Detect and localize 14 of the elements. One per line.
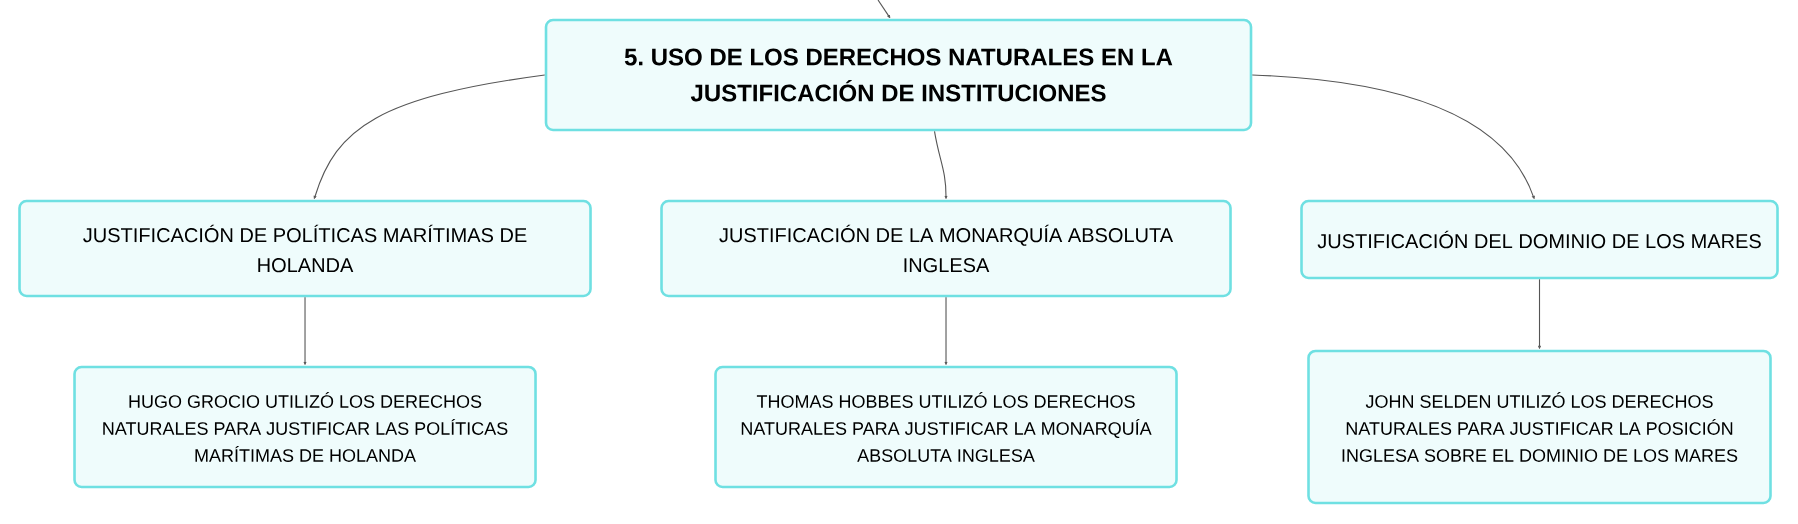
- arrow: [1251, 74, 1535, 200]
- subtopic-box: JUSTIFICACIÓN DE LA MONARQUÍA ABSOLUTA INGLESA: [660, 199, 1232, 298]
- subtopic-box: JUSTIFICACIÓN DE POLÍTICAS MARÍTIMAS DE HOLANDA: [18, 199, 592, 298]
- detail-box: HUGO GROCIO UTILIZÓ LOS DERECHOS NATURALES PARA JUSTIFICAR LAS POLÍTICAS MARÍTIMAS DE HOLANDA: [73, 365, 537, 489]
- arrow: [933, 130, 948, 199]
- detail-box: JOHN SELDEN UTILIZÓ LOS DERECHOS NATURALES PARA JUSTIFICAR LA POSICIÓN INGLESA SOBRE EL DOMINIO DE LOS MARES: [1307, 349, 1772, 505]
- topic-box: 5. USO DE LOS DERECHOS NATURALES EN LA JUSTIFICACIÓN DE INSTITUCIONES: [544, 18, 1253, 132]
- arrow: [303, 296, 307, 365]
- subtopic-box: JUSTIFICACIÓN DEL DOMINIO DE LOS MARES: [1300, 199, 1779, 280]
- arrow: [877, 0, 891, 19]
- arrow: [313, 74, 546, 200]
- arrow: [1538, 278, 1541, 349]
- detail-box: THOMAS HOBBES UTILIZÓ LOS DERECHOS NATURALES PARA JUSTIFICAR LA MONARQUÍA ABSOLUTA INGLESA: [714, 365, 1178, 489]
- arrow: [944, 296, 948, 365]
